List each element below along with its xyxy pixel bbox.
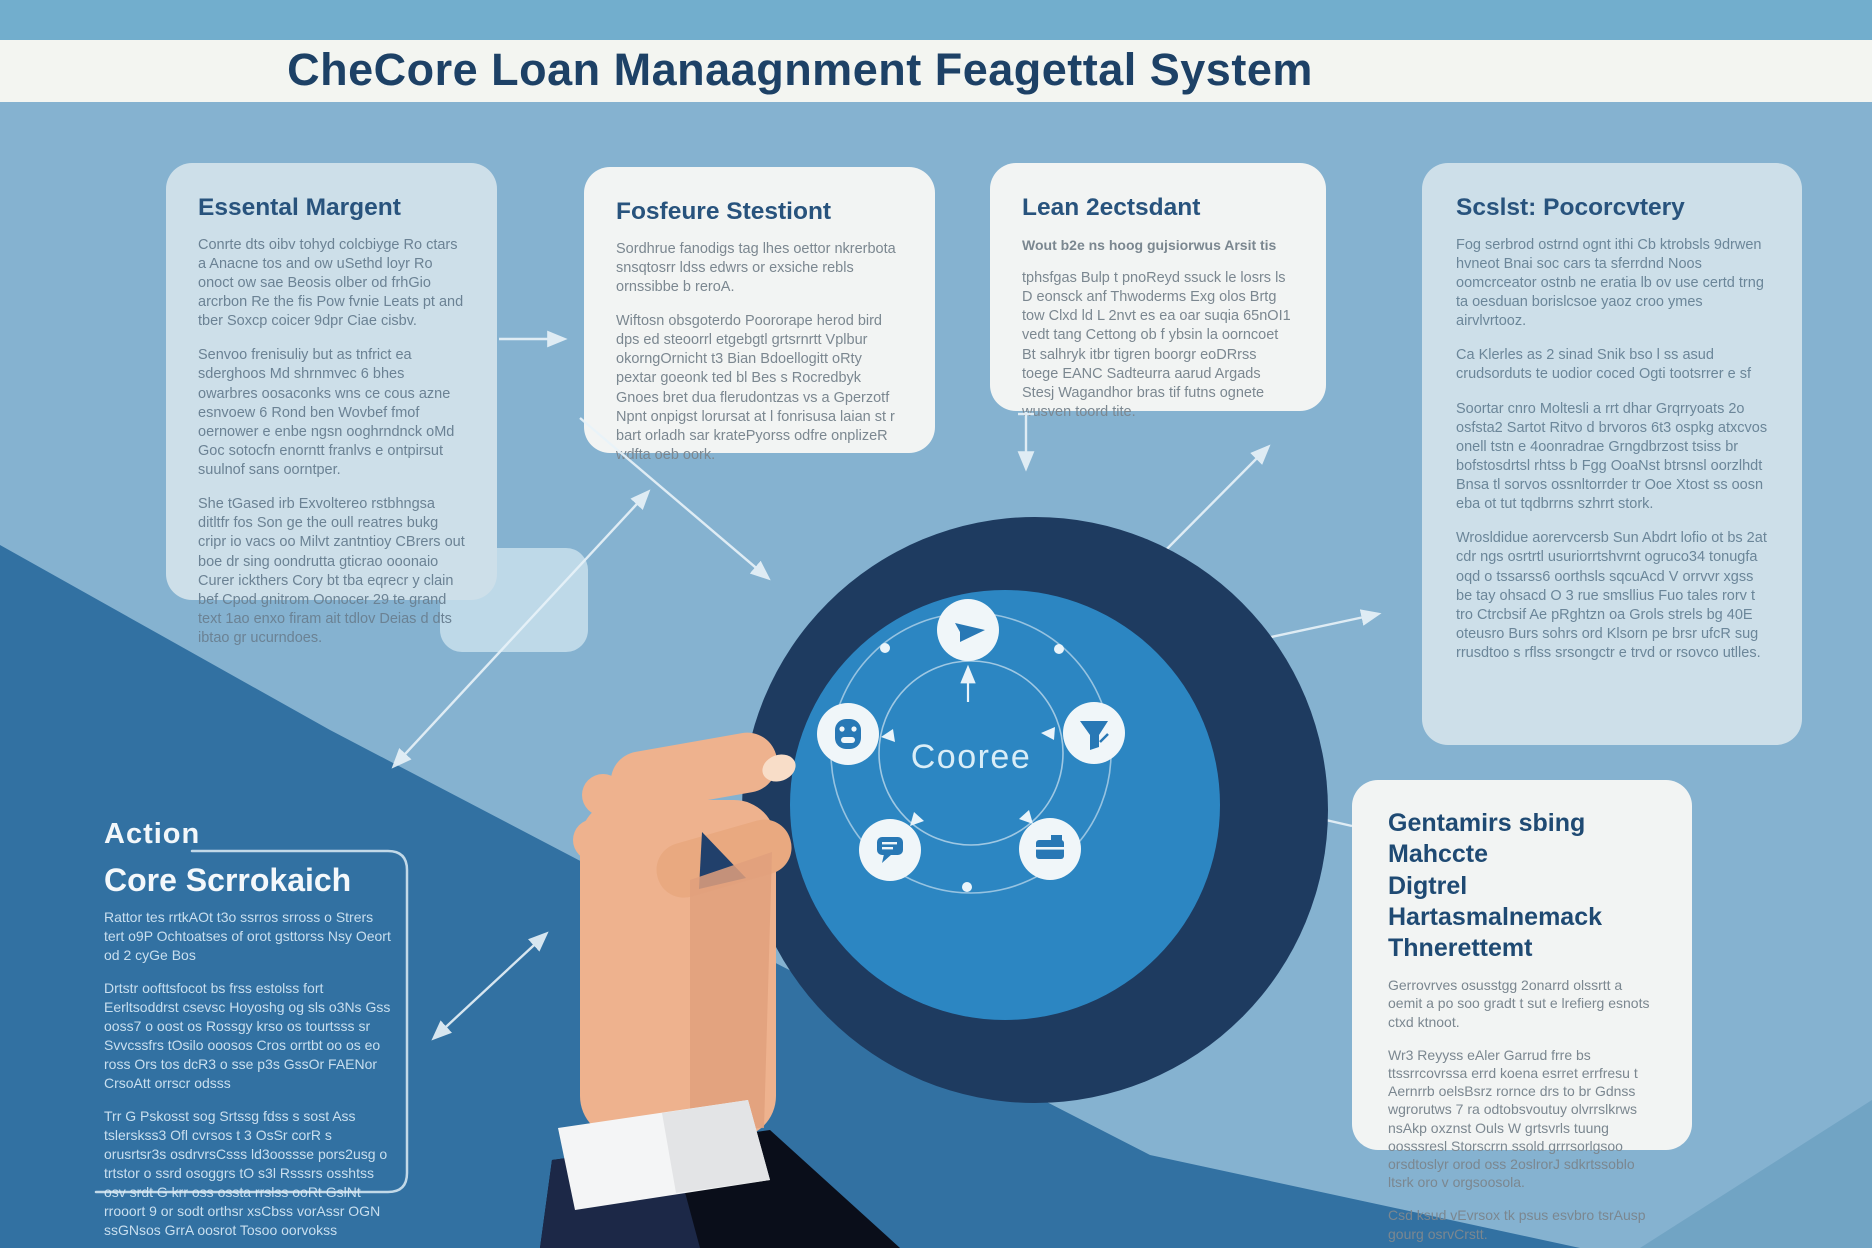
- arrow-circle-box4: [1149, 444, 1271, 567]
- card-paragraph: Wr3 Reyyss eAler Garrud frre bs ttssrrco…: [1388, 1046, 1638, 1191]
- orbit-ring-inner: [878, 660, 1064, 846]
- fingernail: [762, 754, 796, 782]
- card-paragraph: Wrosldidue aorervcersb Sun Abdrt lofio o…: [1456, 530, 1767, 661]
- action-paragraph: Drtstr oofttsfocot bs frss estolss fort …: [104, 980, 391, 1092]
- card-paragraph: tphsfgas Bulp t pnoReyd ssuck le losrs l…: [1022, 270, 1291, 420]
- arrow-box2-circle: [579, 417, 771, 581]
- card-heading: Essental Margent: [198, 194, 401, 221]
- action-heading: Core Scrrokaich: [104, 862, 352, 898]
- hub-center-label: Cooree: [911, 738, 1032, 776]
- card-recovery: Scslst: Pocorcvtery Fog serbrod ostrnd o…: [1422, 163, 1802, 745]
- action-paragraph: Trr G Pskosst sog Srtssg fdss s sost Ass…: [104, 1108, 388, 1239]
- card-essential: Essental Margent Conrte dts oibv tohyd c…: [166, 163, 497, 646]
- arrow-box2-action: [391, 489, 651, 769]
- card-paragraph: Csd ksud vEvrsox tk psus esvbro tsrAusp …: [1388, 1207, 1646, 1242]
- card-digital: Gentamirs sbing Mahccte Digtrel Hartasma…: [1352, 780, 1692, 1242]
- card-heading: Fosfeure Stestiont: [616, 198, 832, 225]
- funnel-icon: [1063, 702, 1125, 764]
- shirt-cuff-shade: [662, 1100, 770, 1193]
- send-plane-icon: [937, 599, 999, 661]
- card-paragraph: Soortar cnro Moltesli a rrt dhar Grqrryo…: [1456, 400, 1768, 513]
- pointing-hand: [540, 732, 900, 1248]
- card-subheading: Wout b2e ns hoog gujsiorwus Arsit tis: [1022, 236, 1277, 253]
- card-loan: Lean 2ectsdant Wout b2e ns hoog gujsiorw…: [990, 163, 1326, 420]
- card-paragraph: Senvoo frenisuliy but as tnfrict ea sder…: [198, 347, 455, 478]
- card-paragraph: Sordhrue fanodigs tag lhes oettor nkrerb…: [616, 240, 896, 295]
- wallet-icon: [1019, 818, 1081, 880]
- title-band: [0, 40, 1872, 102]
- action-paragraph: Rattor tes rrtkAOt t3o ssrros srross o S…: [104, 909, 391, 964]
- card-feature: Fosfeure Stestiont Sordhrue fanodigs tag…: [584, 167, 935, 463]
- orbit-chevrons: [881, 727, 1055, 826]
- action-bracket: [94, 849, 409, 1194]
- index-finger: [610, 732, 778, 812]
- card-paragraph: Gerrovrves osusstgg 2onarrd olssrtt a oe…: [1388, 977, 1650, 1030]
- orbit-dots: [880, 643, 1064, 892]
- arrow-action-circle: [431, 931, 549, 1041]
- connector-arrows: [391, 330, 1382, 1041]
- card-heading: Gentamirs sbing Mahccte Digtrel Hartasma…: [1388, 809, 1603, 962]
- card-paragraph: Ca Klerles as 2 sinad Snik bso l ss asud…: [1456, 347, 1751, 383]
- card-heading: Scslst: Pocorcvtery: [1456, 194, 1685, 221]
- wrist-shade: [690, 852, 772, 1132]
- page-title: CheCore Loan Manaagnment Feagettal Syste…: [287, 44, 1313, 95]
- card-paragraph: Conrte dts oibv tohyd colcbiyge Ro ctars…: [198, 236, 464, 330]
- action-label: Action: [104, 818, 201, 850]
- action-body: Rattor tes rrtkAOt t3o ssrros srross o S…: [104, 908, 396, 1241]
- dark-triangle: [0, 545, 1580, 1248]
- hub-disc: [790, 590, 1220, 1020]
- top-strip: [0, 0, 1872, 40]
- chat-bubble-icon: [859, 819, 921, 881]
- card-heading: Lean 2ectsdant: [1022, 194, 1201, 221]
- core-hub: Cooree: [742, 517, 1328, 1103]
- card-paragraph: Fog serbrod ostrnd ognt ithi Cb ktrobsls…: [1456, 236, 1764, 330]
- card-paragraph: Wiftosn obsgoterdo Poororape herod bird …: [616, 313, 895, 463]
- mask-icon: [817, 703, 879, 765]
- corner-wedge: [1640, 1100, 1872, 1248]
